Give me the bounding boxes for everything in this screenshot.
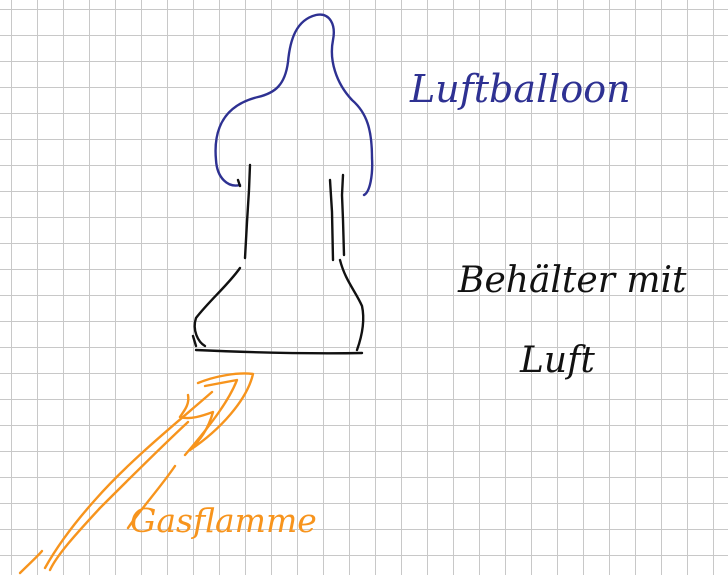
flame-label: Gasflamme bbox=[130, 501, 317, 540]
container-label-line1: Behälter mit bbox=[457, 260, 687, 301]
container-drawing bbox=[193, 165, 363, 353]
balloon-label: Luftballoon bbox=[409, 67, 631, 111]
balloon-outline bbox=[216, 15, 373, 195]
container-label-line2: Luft bbox=[519, 340, 595, 381]
flame-drawing bbox=[20, 373, 253, 573]
